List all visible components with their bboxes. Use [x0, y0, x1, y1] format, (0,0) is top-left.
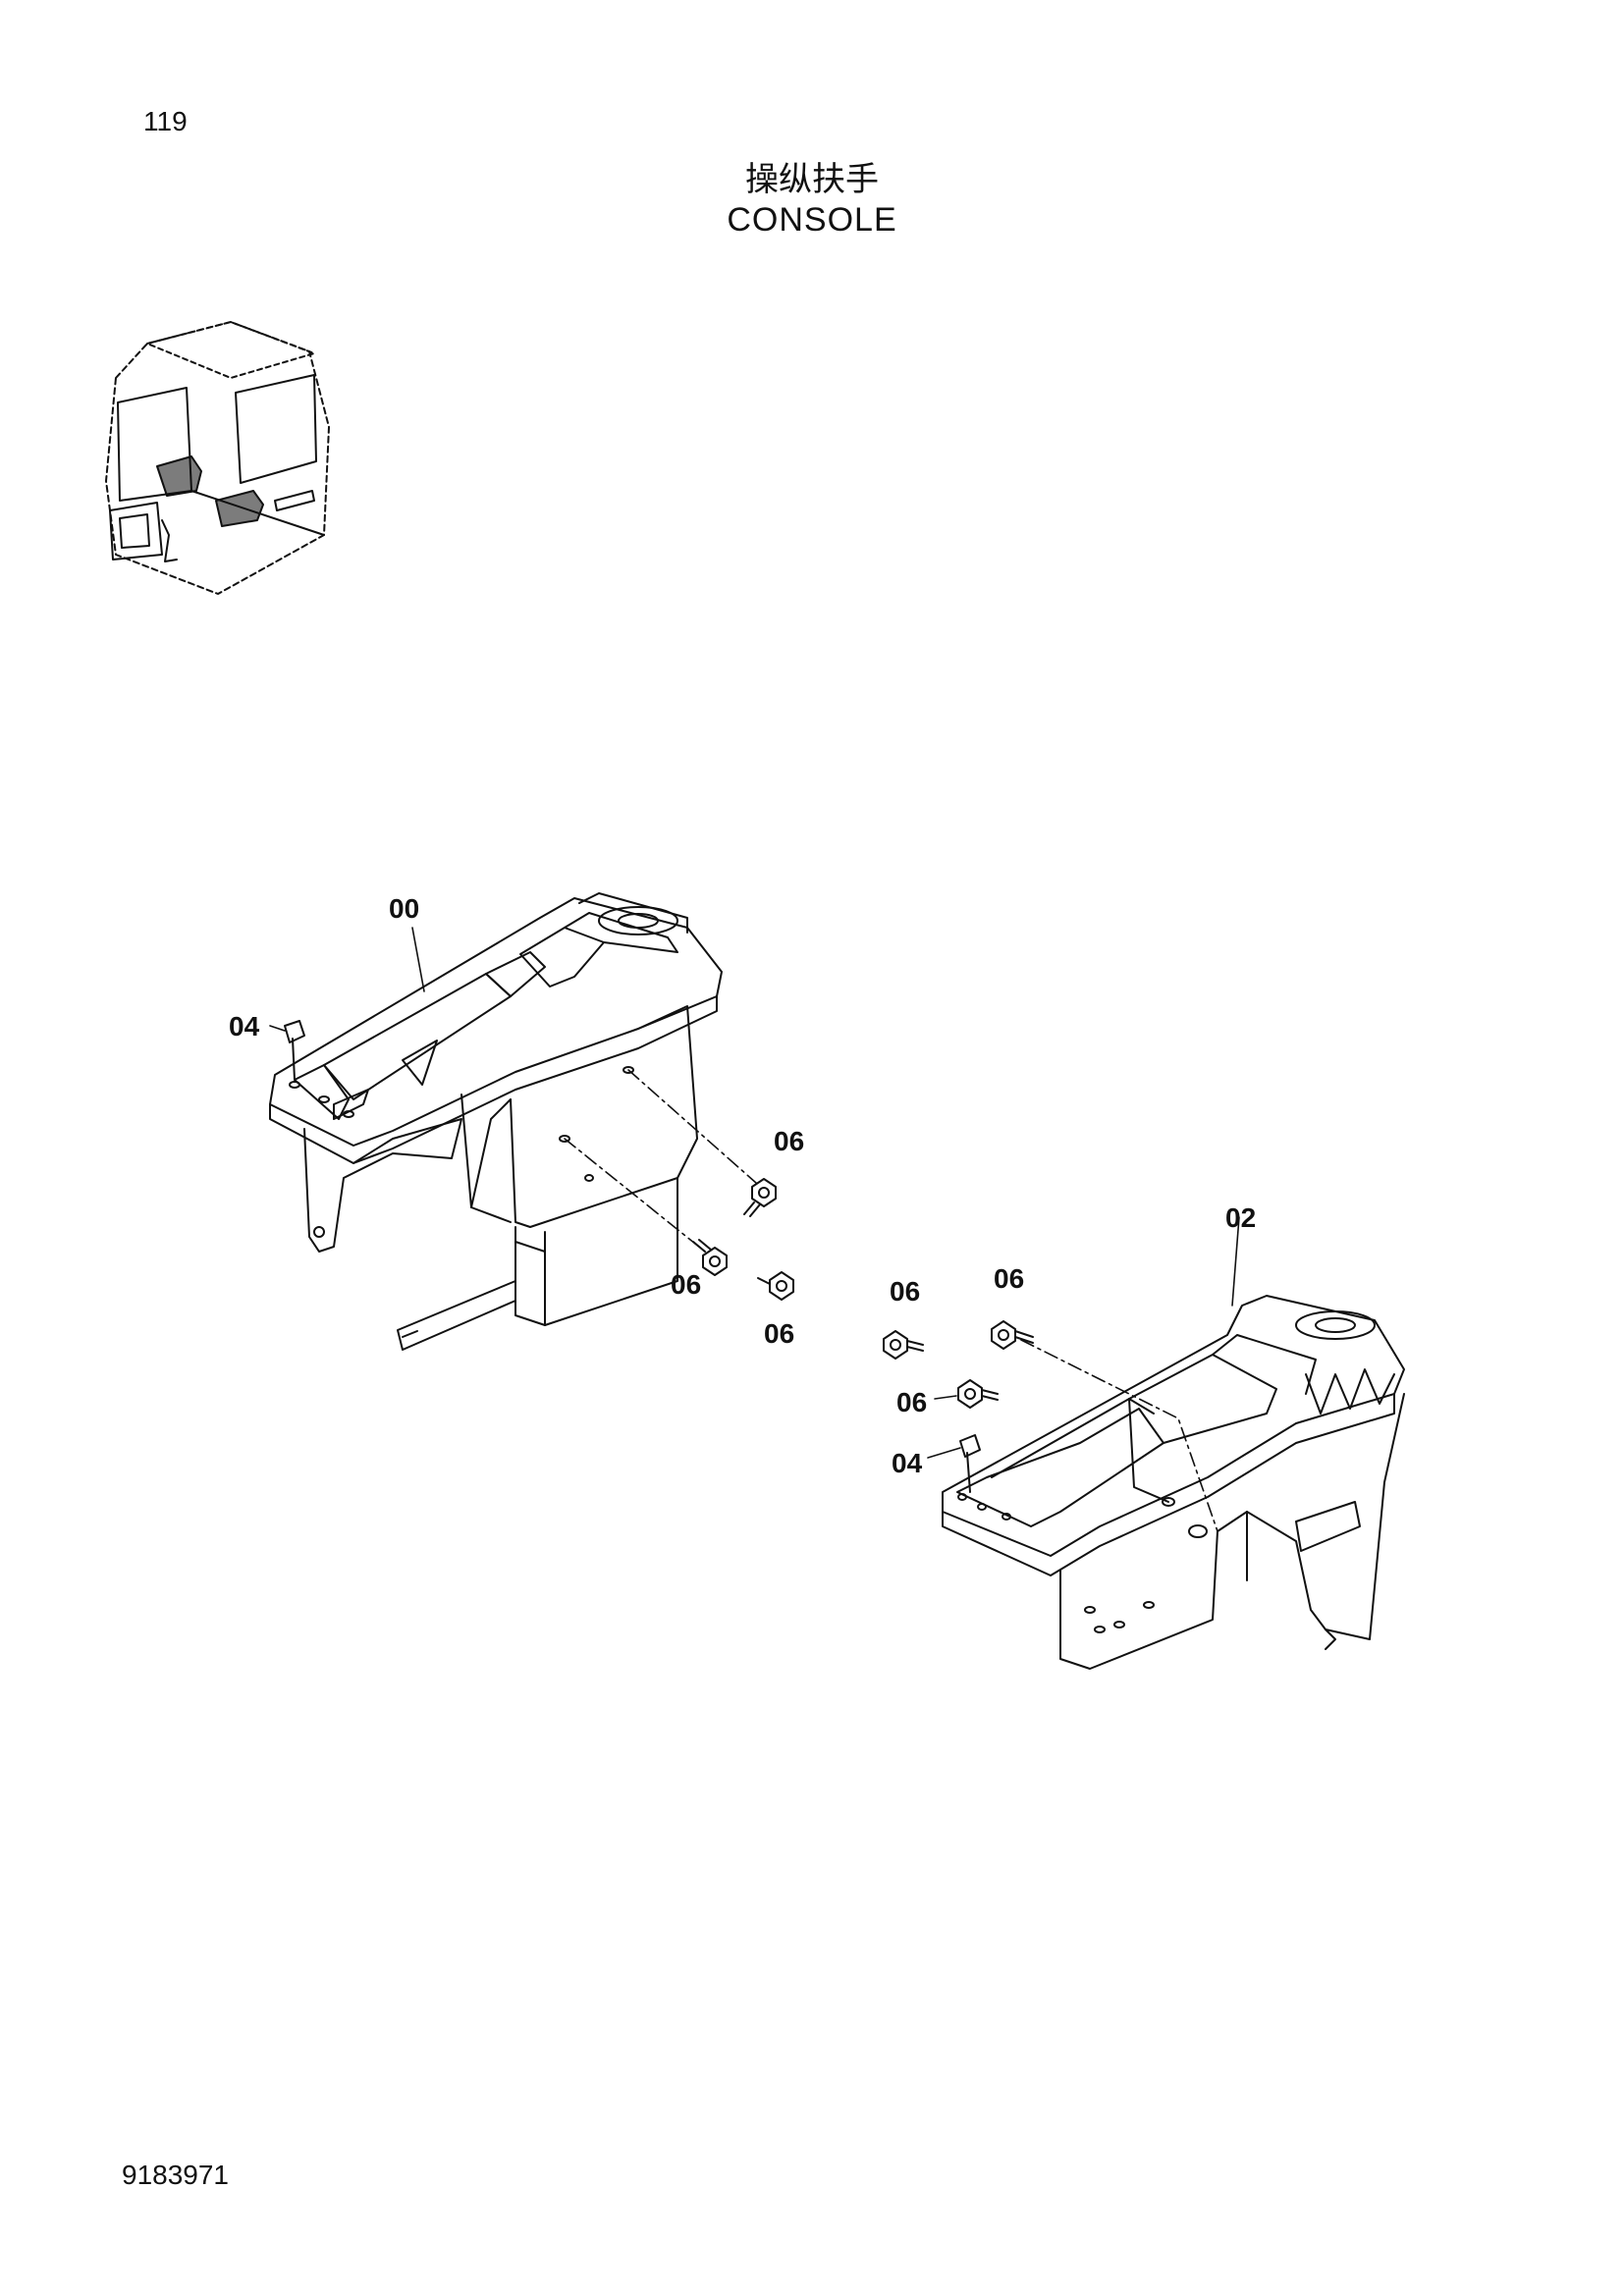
page-number: 119: [143, 106, 188, 136]
center-lines: [564, 1069, 1218, 1532]
callout-04-right: 04: [892, 1448, 923, 1478]
callout-00: 00: [389, 893, 419, 924]
cab-locator-icon: [105, 321, 330, 595]
page-title-english: CONSOLE: [727, 201, 897, 239]
right-console-assembly: [942, 1295, 1405, 1670]
callout-02: 02: [1225, 1202, 1256, 1233]
callout-06-e: 06: [890, 1276, 920, 1307]
page-title-chinese: 操纵扶手: [745, 160, 879, 199]
callout-04-left: 04: [229, 1011, 260, 1041]
callout-06-a: 06: [774, 1126, 804, 1156]
callout-06-c: 06: [764, 1318, 794, 1349]
leader-lines: [269, 927, 1240, 1459]
left-console-assembly: [269, 892, 723, 1351]
document-code: 9183971: [122, 2160, 230, 2190]
callout-06-f: 06: [896, 1387, 927, 1417]
callout-06-d: 06: [994, 1263, 1024, 1294]
bolt-icons: [692, 1178, 1034, 1409]
callout-06-b: 06: [671, 1269, 701, 1300]
